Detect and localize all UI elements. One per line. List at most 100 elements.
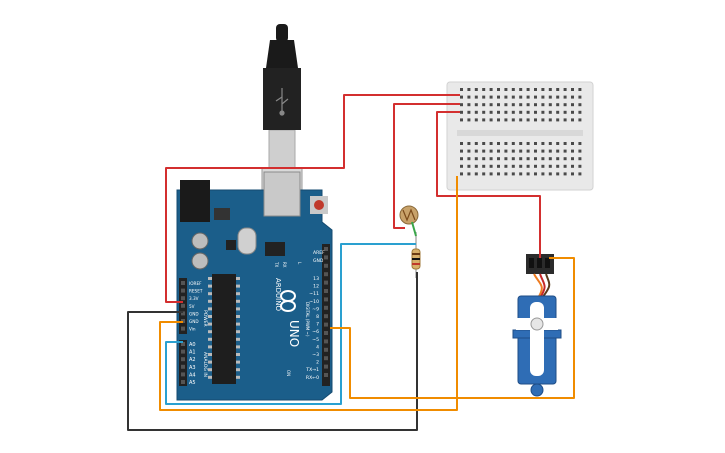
breadboard-hole[interactable] — [504, 118, 508, 122]
breadboard-hole[interactable] — [511, 157, 515, 161]
breadboard-hole[interactable] — [548, 95, 552, 99]
breadboard-hole[interactable] — [526, 164, 530, 168]
breadboard-hole[interactable] — [474, 118, 478, 122]
breadboard-hole[interactable] — [482, 172, 486, 176]
breadboard-hole[interactable] — [497, 149, 500, 153]
breadboard-hole[interactable] — [474, 95, 478, 99]
breadboard-hole[interactable] — [563, 88, 567, 91]
breadboard-hole[interactable] — [474, 172, 478, 176]
breadboard-hole[interactable] — [460, 110, 463, 114]
digital-pin-socket[interactable] — [324, 305, 328, 310]
breadboard-hole[interactable] — [541, 164, 545, 168]
breadboard-hole[interactable] — [482, 110, 486, 114]
breadboard-hole[interactable] — [556, 164, 560, 168]
breadboard-hole[interactable] — [526, 149, 530, 153]
breadboard-hole[interactable] — [504, 103, 508, 107]
breadboard-hole[interactable] — [482, 88, 486, 91]
breadboard-hole[interactable] — [534, 142, 537, 145]
breadboard-hole[interactable] — [460, 157, 463, 161]
breadboard-hole[interactable] — [474, 164, 478, 168]
wire-orange-signal[interactable] — [330, 257, 575, 399]
breadboard-hole[interactable] — [548, 142, 552, 145]
wire-black-gnd[interactable] — [127, 272, 418, 431]
breadboard-hole[interactable] — [571, 118, 574, 122]
breadboard-hole[interactable] — [556, 142, 560, 145]
breadboard-hole[interactable] — [556, 172, 560, 176]
breadboard-hole[interactable] — [548, 157, 552, 161]
breadboard-hole[interactable] — [563, 110, 567, 114]
digital-pin-socket[interactable] — [324, 373, 328, 377]
breadboard-hole[interactable] — [563, 172, 567, 176]
breadboard-hole[interactable] — [571, 157, 574, 161]
breadboard-hole[interactable] — [526, 103, 530, 107]
breadboard-hole[interactable] — [519, 110, 523, 114]
breadboard-hole[interactable] — [548, 164, 552, 168]
breadboard-hole[interactable] — [489, 172, 493, 176]
breadboard-hole[interactable] — [556, 149, 560, 153]
digital-pin-socket[interactable] — [324, 339, 328, 344]
wire-blue-a0[interactable] — [165, 243, 416, 405]
breadboard-hole[interactable] — [534, 118, 537, 122]
breadboard-hole[interactable] — [489, 110, 493, 114]
breadboard-hole[interactable] — [474, 103, 478, 107]
breadboard-hole[interactable] — [548, 149, 552, 153]
breadboard-hole[interactable] — [571, 95, 574, 99]
analog-pin-socket[interactable] — [181, 380, 185, 384]
breadboard-hole[interactable] — [563, 142, 567, 145]
breadboard-hole[interactable] — [467, 88, 471, 91]
digital-pin-socket[interactable] — [324, 247, 328, 251]
photoresistor[interactable] — [399, 205, 419, 225]
arduino-board[interactable]: ARDUINO UNO ON TX RX L 1312~11~10~987~6~… — [176, 171, 333, 401]
breadboard-hole[interactable] — [578, 157, 582, 161]
breadboard-hole[interactable] — [563, 103, 567, 107]
breadboard-hole[interactable] — [504, 88, 508, 91]
breadboard-hole[interactable] — [489, 157, 493, 161]
breadboard-hole[interactable] — [526, 142, 530, 145]
breadboard-hole[interactable] — [519, 172, 523, 176]
analog-pin-socket[interactable] — [181, 349, 185, 354]
power-pin-socket[interactable] — [181, 303, 185, 308]
breadboard-hole[interactable] — [519, 103, 523, 107]
digital-pin-socket[interactable] — [324, 364, 328, 369]
wire-red-photoresistor[interactable] — [393, 103, 460, 229]
breadboard-hole[interactable] — [460, 88, 463, 91]
breadboard-hole[interactable] — [519, 95, 523, 99]
breadboard-hole[interactable] — [489, 164, 493, 168]
resistor[interactable] — [411, 232, 421, 278]
breadboard-hole[interactable] — [482, 164, 486, 168]
breadboard-hole[interactable] — [534, 172, 537, 176]
breadboard-hole[interactable] — [541, 118, 545, 122]
breadboard-hole[interactable] — [556, 118, 560, 122]
digital-pin-socket[interactable] — [324, 255, 328, 260]
breadboard-hole[interactable] — [482, 142, 486, 145]
digital-pin-socket[interactable] — [324, 280, 328, 285]
breadboard-hole[interactable] — [519, 118, 523, 122]
analog-pin-socket[interactable] — [181, 357, 185, 362]
breadboard-hole[interactable] — [563, 118, 567, 122]
breadboard-hole[interactable] — [578, 142, 582, 145]
wire-orange-gnd[interactable] — [159, 176, 458, 411]
power-pin-socket[interactable] — [181, 296, 185, 301]
digital-pin-socket[interactable] — [324, 272, 328, 277]
breadboard-hole[interactable] — [489, 88, 493, 91]
breadboard-hole[interactable] — [556, 157, 560, 161]
breadboard-hole[interactable] — [541, 149, 545, 153]
breadboard-hole[interactable] — [467, 95, 471, 99]
breadboard-hole[interactable] — [563, 149, 567, 153]
breadboard-hole[interactable] — [548, 118, 552, 122]
breadboard-hole[interactable] — [526, 172, 530, 176]
breadboard-hole[interactable] — [541, 103, 545, 107]
breadboard-hole[interactable] — [482, 118, 486, 122]
breadboard-hole[interactable] — [563, 164, 567, 168]
breadboard-hole[interactable] — [467, 172, 471, 176]
breadboard-hole[interactable] — [578, 149, 582, 153]
power-pin-socket[interactable] — [181, 326, 185, 331]
breadboard-hole[interactable] — [460, 172, 463, 176]
power-pin-socket[interactable] — [181, 281, 185, 285]
breadboard-hole[interactable] — [489, 95, 493, 99]
breadboard-hole[interactable] — [534, 157, 537, 161]
breadboard-hole[interactable] — [511, 95, 515, 99]
analog-pin-socket[interactable] — [181, 372, 185, 377]
breadboard-hole[interactable] — [511, 118, 515, 122]
breadboard-hole[interactable] — [474, 157, 478, 161]
